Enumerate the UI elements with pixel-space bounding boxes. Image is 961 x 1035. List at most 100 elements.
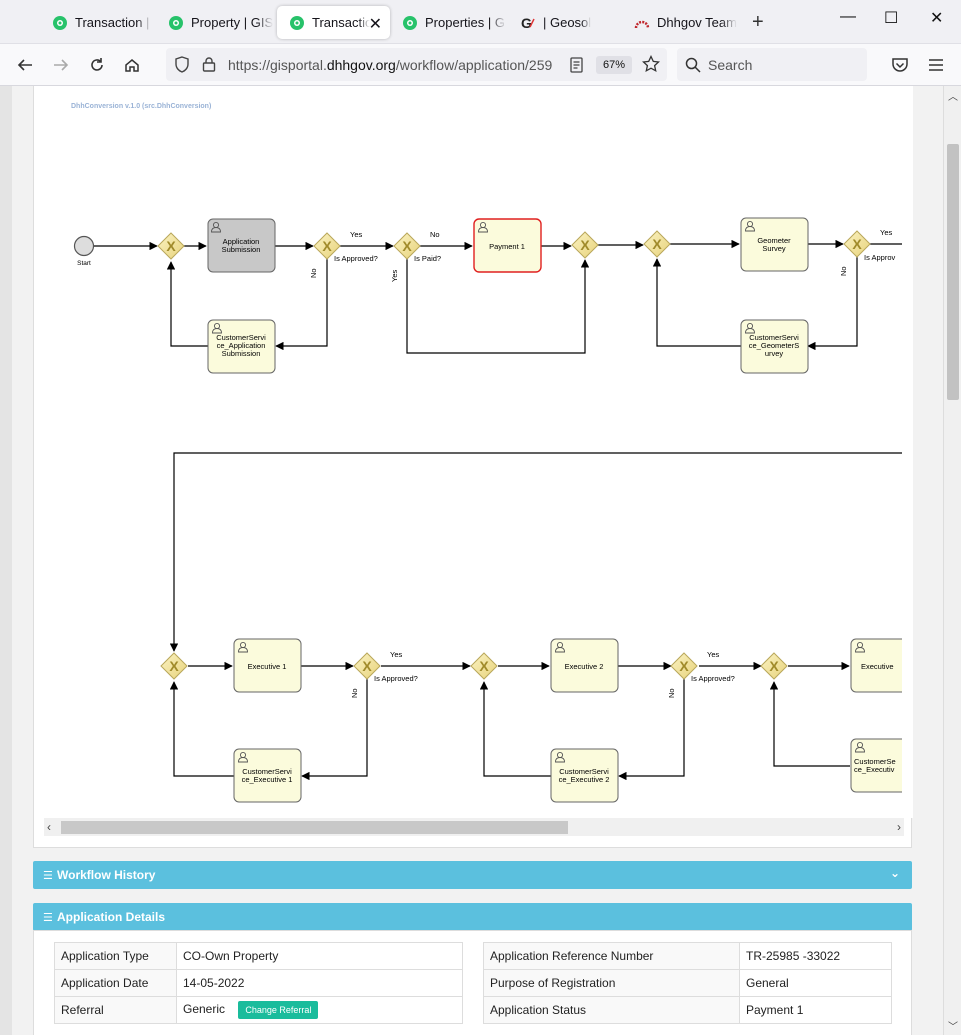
workflow-history-title: Workflow History xyxy=(57,868,156,882)
details-table-right: Application Reference Number TR-25985 -3… xyxy=(483,942,892,1024)
lock-icon[interactable] xyxy=(202,56,216,73)
reader-view-icon[interactable] xyxy=(570,57,583,73)
gateway-merge-6[interactable] xyxy=(760,652,788,680)
scroll-left-icon[interactable]: ‹ xyxy=(47,820,51,834)
field-key: Purpose of Registration xyxy=(483,969,740,997)
bookmark-star-icon[interactable] xyxy=(642,55,660,73)
back-arrow-icon[interactable] xyxy=(14,54,36,76)
sequence-flows-row2 xyxy=(169,661,850,781)
url-text[interactable]: https://gisportal.dhhgov.org/workflow/ap… xyxy=(228,57,558,73)
maximize-icon[interactable]: ☐ xyxy=(884,10,899,27)
diagram-horizontal-scrollbar[interactable]: ‹ › xyxy=(44,818,904,836)
yes-label: Yes xyxy=(880,228,892,237)
geosol-g-icon: G xyxy=(521,15,535,31)
chevron-down-icon[interactable]: ⌄ xyxy=(889,866,900,880)
task-executive-2[interactable]: Executive 2 xyxy=(550,638,619,693)
close-tab-icon[interactable]: ✕ xyxy=(368,16,382,33)
minimize-icon[interactable]: — xyxy=(840,8,856,25)
address-bar[interactable]: https://gisportal.dhhgov.org/workflow/ap… xyxy=(166,48,667,81)
pocket-icon[interactable] xyxy=(889,54,911,76)
tab-geosol[interactable]: G | Geosol xyxy=(508,6,624,39)
no-label: No xyxy=(350,688,359,698)
table-row: Purpose of Registration General xyxy=(483,969,892,997)
tab-transaction-1[interactable]: Transaction | G xyxy=(40,6,152,39)
tab-label: Transaction xyxy=(312,15,370,30)
tab-dhhgov-team[interactable]: Dhhgov Team xyxy=(622,6,740,39)
table-row: Application Type CO-Own Property xyxy=(54,942,463,970)
no-label: No xyxy=(430,230,440,239)
task-payment-1[interactable]: Payment 1 xyxy=(473,218,542,273)
tab-property[interactable]: Property | GIS xyxy=(156,6,274,39)
no-label: No xyxy=(839,266,848,276)
scrollbar-thumb[interactable] xyxy=(947,144,959,400)
list-icon: ☰ xyxy=(43,912,53,924)
hamburger-menu-icon[interactable] xyxy=(925,54,947,76)
gis-globe-icon xyxy=(403,15,417,30)
svg-text:G: G xyxy=(521,15,532,31)
gateway-merge-1[interactable] xyxy=(157,232,185,260)
tab-label: Transaction | G xyxy=(75,15,152,30)
task-label: Executive xyxy=(861,662,894,671)
referral-cell: Generic Change Referral xyxy=(176,996,463,1024)
scroll-up-icon[interactable]: ︿ xyxy=(948,92,958,103)
gateway-merge-4[interactable] xyxy=(160,652,188,680)
field-value: TR-25985 -33022 xyxy=(739,942,892,970)
tab-transaction-active[interactable]: Transaction ✕ xyxy=(277,6,390,39)
task-executive-1[interactable]: Executive 1 xyxy=(233,638,302,693)
tab-label: | Geosol xyxy=(543,15,592,30)
yes-label: Yes xyxy=(350,230,362,239)
shield-icon[interactable] xyxy=(174,56,190,73)
application-details-header[interactable]: ☰ Application Details xyxy=(33,903,912,931)
url-path: /workflow/application/259 xyxy=(395,57,553,73)
zoom-level-badge[interactable]: 67% xyxy=(596,56,632,74)
task-executive-3[interactable]: Executive xyxy=(850,638,913,693)
gateway-merge-3[interactable] xyxy=(643,230,671,258)
diagram-version-label: DhhConversion v.1.0 (src.DhhConversion) xyxy=(71,103,211,110)
start-event[interactable] xyxy=(73,235,95,257)
new-tab-plus-icon[interactable]: + xyxy=(752,11,764,33)
search-icon xyxy=(685,57,701,73)
table-row: Application Status Payment 1 xyxy=(483,996,892,1024)
page-vertical-scrollbar[interactable]: ︿ ﹀ xyxy=(943,86,961,1035)
workflow-diagram[interactable]: X DhhConversion v.1.0 (src.DhhConversion… xyxy=(34,86,913,818)
search-box[interactable]: Search xyxy=(677,48,867,81)
tab-label: Properties | GI xyxy=(425,15,506,30)
yes-label: Yes xyxy=(390,270,399,282)
application-details-title: Application Details xyxy=(57,910,166,924)
table-row: Application Date 14-05-2022 xyxy=(54,969,463,997)
home-icon[interactable] xyxy=(121,54,143,76)
is-approved-label: Is Approved? xyxy=(691,674,735,683)
field-value: Payment 1 xyxy=(739,996,892,1024)
window-close-icon[interactable]: ✕ xyxy=(930,10,944,27)
url-domain: dhhgov.org xyxy=(326,57,396,73)
tab-properties[interactable]: Properties | GI xyxy=(390,6,506,39)
reload-icon[interactable] xyxy=(86,54,108,76)
field-key: Application Reference Number xyxy=(483,942,740,970)
gateway-merge-5[interactable] xyxy=(470,652,498,680)
scroll-down-icon[interactable]: ﹀ xyxy=(948,1022,958,1033)
scrollbar-thumb[interactable] xyxy=(61,821,568,834)
sequence-flows-row1 xyxy=(94,239,904,354)
details-table-left: Application Type CO-Own Property Applica… xyxy=(54,942,463,1024)
no-label: No xyxy=(667,688,676,698)
change-referral-button[interactable]: Change Referral xyxy=(238,1001,319,1019)
forward-arrow-icon[interactable] xyxy=(50,54,72,76)
gateway-merge-2[interactable] xyxy=(571,231,599,259)
team-arc-icon xyxy=(634,20,650,28)
scroll-right-icon[interactable]: › xyxy=(897,820,901,834)
field-key: Application Date xyxy=(54,969,177,997)
start-label: Start xyxy=(77,260,91,267)
workflow-history-header[interactable]: ☰ Workflow History ⌄ xyxy=(33,861,912,889)
tab-strip: Transaction | G Property | GIS Transacti… xyxy=(0,0,961,44)
